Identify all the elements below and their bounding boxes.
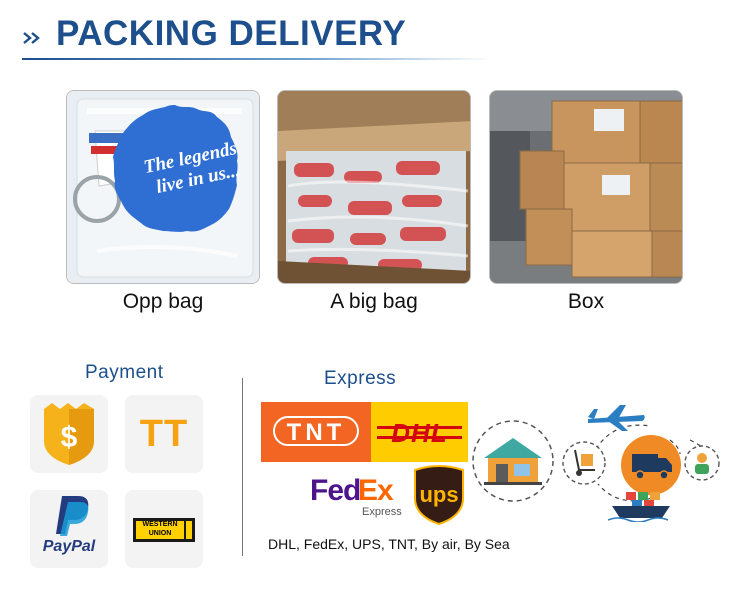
section-title: PACKING DELIVERY	[56, 14, 407, 53]
ups-logo: ups	[411, 464, 467, 526]
fedex-logo: Fed Ex Express	[308, 474, 408, 524]
western-union-card: WESTERN UNION	[125, 490, 203, 568]
delivery-truck-icon	[621, 435, 681, 495]
opp-bag-photo: The legends live in us...	[66, 90, 260, 284]
paypal-p-icon	[56, 496, 89, 536]
dhl-label: DHL	[391, 418, 448, 448]
payment-title: Payment	[85, 362, 164, 383]
tnt-logo: TNT	[261, 402, 371, 462]
shield-dollar-icon: $	[44, 403, 94, 465]
fedex-fed: Fed	[310, 474, 361, 507]
western-union-line2: UNION	[148, 530, 172, 537]
hand-truck-icon	[562, 441, 606, 485]
recipient-icon	[684, 445, 720, 481]
double-chevron-icon	[23, 32, 40, 44]
ups-shield-icon	[414, 465, 464, 526]
big-bag-label: A big bag	[330, 290, 418, 313]
express-methods-note: DHL, FedEx, UPS, TNT, By air, By Sea	[268, 536, 510, 552]
fedex-sub: Express	[362, 506, 402, 518]
box-photo	[489, 90, 683, 284]
tt-card: TT	[125, 395, 203, 473]
ups-label: ups	[419, 482, 459, 507]
cargo-ship-icon	[608, 492, 670, 522]
title-underline	[22, 58, 492, 60]
svg-text:$: $	[61, 421, 78, 454]
fedex-ex: Ex	[358, 474, 394, 507]
paypal-card: PayPal	[30, 490, 108, 568]
alipay-card: $	[30, 395, 108, 473]
tnt-label: TNT	[273, 416, 359, 446]
airplane-icon	[588, 405, 645, 431]
big-bag-photo	[277, 90, 471, 284]
western-union-line1: WESTERN	[142, 521, 178, 528]
tt-label: TT	[139, 413, 189, 455]
warehouse-icon	[472, 420, 554, 502]
opp-bag-label: Opp bag	[122, 290, 204, 313]
box-label: Box	[567, 290, 605, 313]
express-title: Express	[324, 368, 397, 389]
paypal-label: PayPal	[42, 538, 96, 555]
section-divider	[242, 378, 243, 556]
dhl-logo: DHL	[371, 402, 468, 462]
western-union-logo: WESTERN UNION	[133, 518, 195, 542]
